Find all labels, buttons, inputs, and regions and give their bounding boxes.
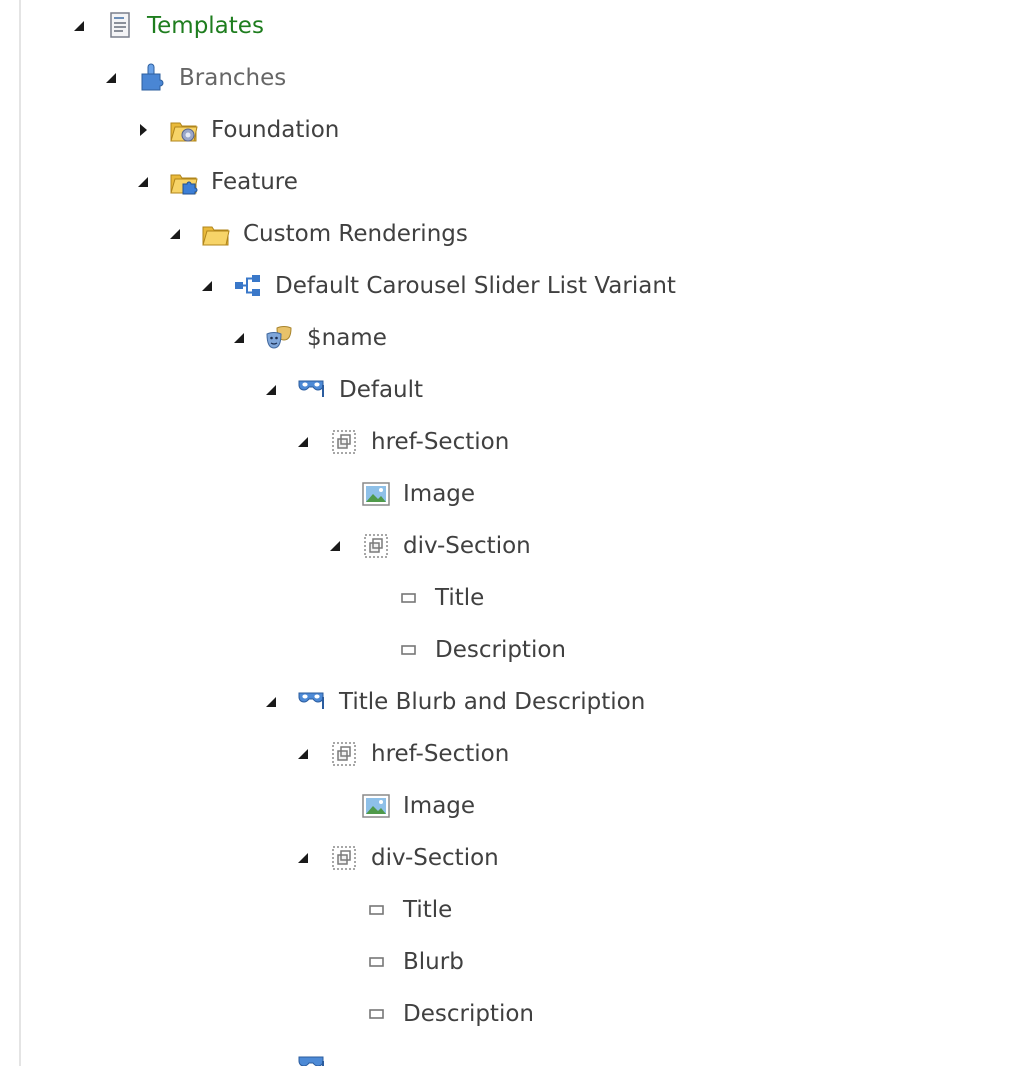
expand-toggle[interactable] <box>296 746 312 762</box>
tree-node-default[interactable]: Default <box>0 364 1020 416</box>
tree-node-image[interactable]: Image <box>0 468 1020 520</box>
section-icon <box>360 530 392 562</box>
tree-node-label[interactable]: div-Section <box>371 845 499 871</box>
tree-node-label[interactable]: Title Blurb and Description <box>339 689 646 715</box>
folder-icon <box>200 218 232 250</box>
tree-node-name[interactable]: $name <box>0 312 1020 364</box>
tree-node-description[interactable]: Description <box>0 988 1020 1040</box>
image-icon <box>360 478 392 510</box>
field-icon <box>392 634 424 666</box>
tree-node-label[interactable]: Foundation <box>211 117 340 143</box>
mask-icon <box>296 686 328 718</box>
tree-node-label[interactable]: Title <box>403 897 453 923</box>
expand-toggle[interactable] <box>136 122 152 138</box>
tree-node-label[interactable]: Image <box>403 793 476 819</box>
tree-node-image[interactable]: Image <box>0 780 1020 832</box>
tree-node-label[interactable]: Default <box>339 377 424 403</box>
tree-node-label[interactable]: Templates <box>147 13 264 39</box>
expand-toggle[interactable] <box>136 174 152 190</box>
tree-node-feature[interactable]: Feature <box>0 156 1020 208</box>
puzzle-icon <box>136 62 168 94</box>
expand-toggle[interactable] <box>200 278 216 294</box>
image-icon <box>360 790 392 822</box>
expand-toggle[interactable] <box>168 226 184 242</box>
field-icon <box>360 998 392 1030</box>
expand-toggle[interactable] <box>264 382 280 398</box>
tree-node-href-section[interactable]: href-Section <box>0 728 1020 780</box>
tree-node-label[interactable]: Branches <box>179 65 287 91</box>
puzzle-folder-icon <box>168 166 200 198</box>
section-icon <box>328 842 360 874</box>
gear-folder-icon <box>168 114 200 146</box>
mask-icon <box>296 1050 328 1066</box>
section-icon <box>328 426 360 458</box>
tree-node-title[interactable]: Title <box>0 884 1020 936</box>
expand-toggle[interactable] <box>296 850 312 866</box>
template-doc-icon <box>104 10 136 42</box>
tree-node-label[interactable]: Title <box>435 585 485 611</box>
tree-node-custom-renderings[interactable]: Custom Renderings <box>0 208 1020 260</box>
tree-node-foundation[interactable]: Foundation <box>0 104 1020 156</box>
tree-node-label[interactable]: Blurb <box>403 949 464 975</box>
tree-node-branches[interactable]: Branches <box>0 52 1020 104</box>
tree-node-label[interactable]: Feature <box>211 169 298 195</box>
tree-node-label[interactable]: Default Carousel Slider List Variant <box>275 273 676 299</box>
tree-node-label[interactable]: Custom Renderings <box>243 221 468 247</box>
expand-toggle[interactable] <box>72 18 88 34</box>
tree-node-href-section[interactable]: href-Section <box>0 416 1020 468</box>
tree-node-div-section[interactable]: div-Section <box>0 520 1020 572</box>
hierarchy-icon <box>232 270 264 302</box>
tree-node-label[interactable]: href-Section <box>371 741 510 767</box>
expand-toggle[interactable] <box>104 70 120 86</box>
tree-node-label[interactable]: Image <box>403 481 476 507</box>
tree-node-templates[interactable]: Templates <box>0 0 1020 52</box>
tree-node-partial[interactable] <box>0 1040 1020 1066</box>
theater-masks-icon <box>264 322 296 354</box>
field-icon <box>360 894 392 926</box>
tree-node-title-blurb-description[interactable]: Title Blurb and Description <box>0 676 1020 728</box>
tree-node-description[interactable]: Description <box>0 624 1020 676</box>
field-icon <box>392 582 424 614</box>
expand-toggle[interactable] <box>232 330 248 346</box>
mask-icon <box>296 374 328 406</box>
expand-toggle[interactable] <box>296 434 312 450</box>
expand-toggle[interactable] <box>328 538 344 554</box>
tree-left-border <box>19 0 21 1066</box>
tree-node-variant[interactable]: Default Carousel Slider List Variant <box>0 260 1020 312</box>
section-icon <box>328 738 360 770</box>
tree-node-label[interactable]: href-Section <box>371 429 510 455</box>
tree-node-div-section[interactable]: div-Section <box>0 832 1020 884</box>
expand-toggle[interactable] <box>264 694 280 710</box>
tree-node-title[interactable]: Title <box>0 572 1020 624</box>
tree-node-label[interactable]: Description <box>435 637 566 663</box>
field-icon <box>360 946 392 978</box>
tree-node-label[interactable]: $name <box>307 325 387 351</box>
tree-node-label[interactable]: div-Section <box>403 533 531 559</box>
tree-node-label[interactable]: Description <box>403 1001 534 1027</box>
tree-node-blurb[interactable]: Blurb <box>0 936 1020 988</box>
